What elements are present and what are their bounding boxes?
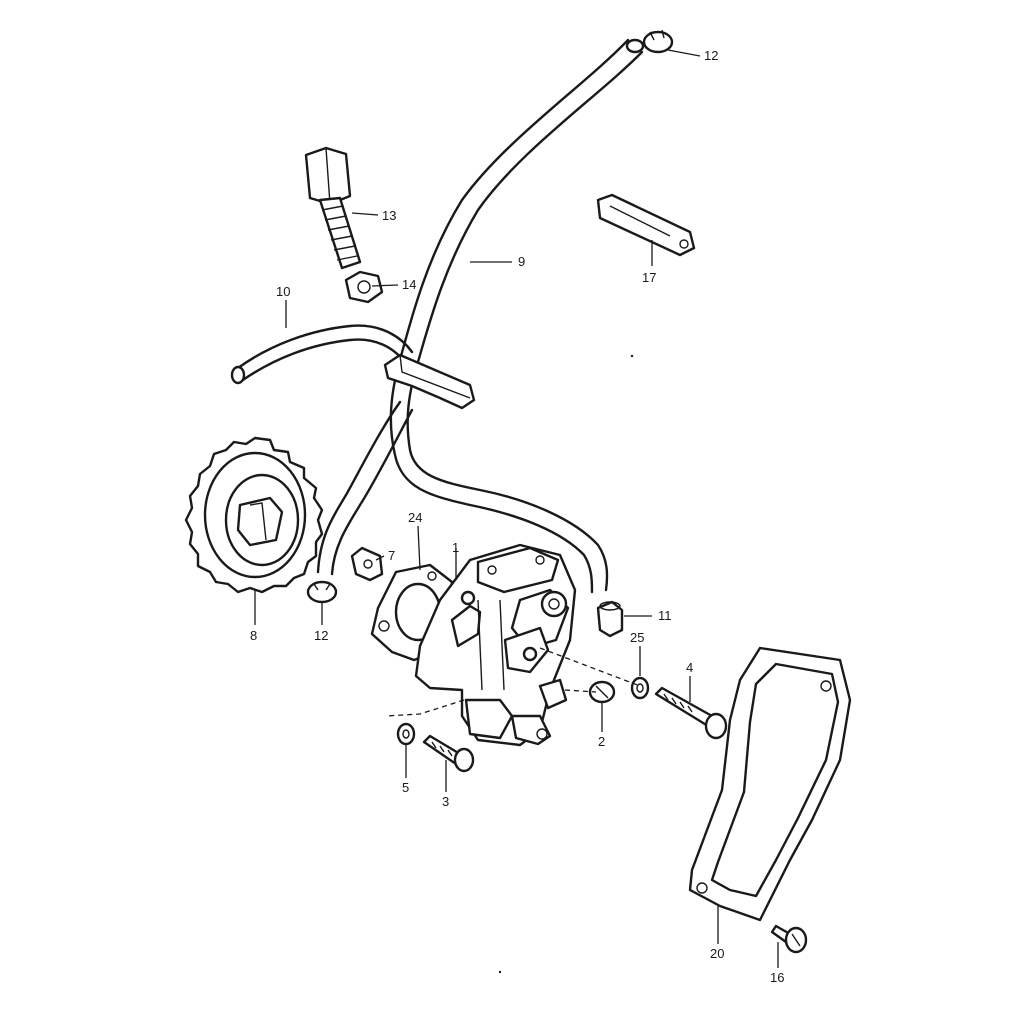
nut-part-14 [344,270,384,304]
callout-9: 9 [518,254,525,269]
circlip-part-12-lower [306,580,338,604]
plate-part-17 [596,193,696,257]
callout-10: 10 [276,284,290,299]
bolt-part-13 [304,146,362,270]
callout-17: 17 [642,270,656,285]
scan-speck [630,354,634,358]
callout-12-lower: 12 [314,628,328,643]
bolt-part-3 [422,734,475,773]
assembly-alignment-lines [385,647,641,717]
callout-7: 7 [388,548,395,563]
callout-labels: 12 13 14 9 17 10 8 12 7 24 1 11 25 4 2 5… [250,48,784,985]
circlip-part-12-upper [642,29,674,54]
callout-5: 5 [402,780,409,795]
callout-12-upper: 12 [704,48,718,63]
callout-14: 14 [402,277,416,292]
drive-gear-part-8 [184,436,324,594]
callout-8: 8 [250,628,257,643]
cover-gasket-part-20 [688,646,852,922]
callout-11: 11 [658,608,672,623]
clip-part-7 [350,546,384,582]
hose-guide-clamp [383,353,476,410]
callout-2: 2 [598,734,605,749]
callout-25: 25 [630,630,644,645]
oil-pump-part-1 [414,543,577,747]
callout-3: 3 [442,794,449,809]
oil-hose-part-9 [316,38,645,594]
breather-hose-part-10 [230,324,414,385]
callout-1: 1 [452,540,459,555]
washer-part-5 [396,722,416,746]
washer-part-25 [630,676,650,700]
screw-part-16 [770,924,808,954]
callout-24: 24 [408,510,422,525]
callout-20: 20 [710,946,724,961]
fitting-part-11 [596,600,624,638]
scan-speck [498,970,502,974]
callout-4: 4 [686,660,693,675]
callout-13: 13 [382,208,396,223]
leader-lines [254,49,779,968]
bolt-part-4 [654,686,728,740]
callout-16: 16 [770,970,784,985]
